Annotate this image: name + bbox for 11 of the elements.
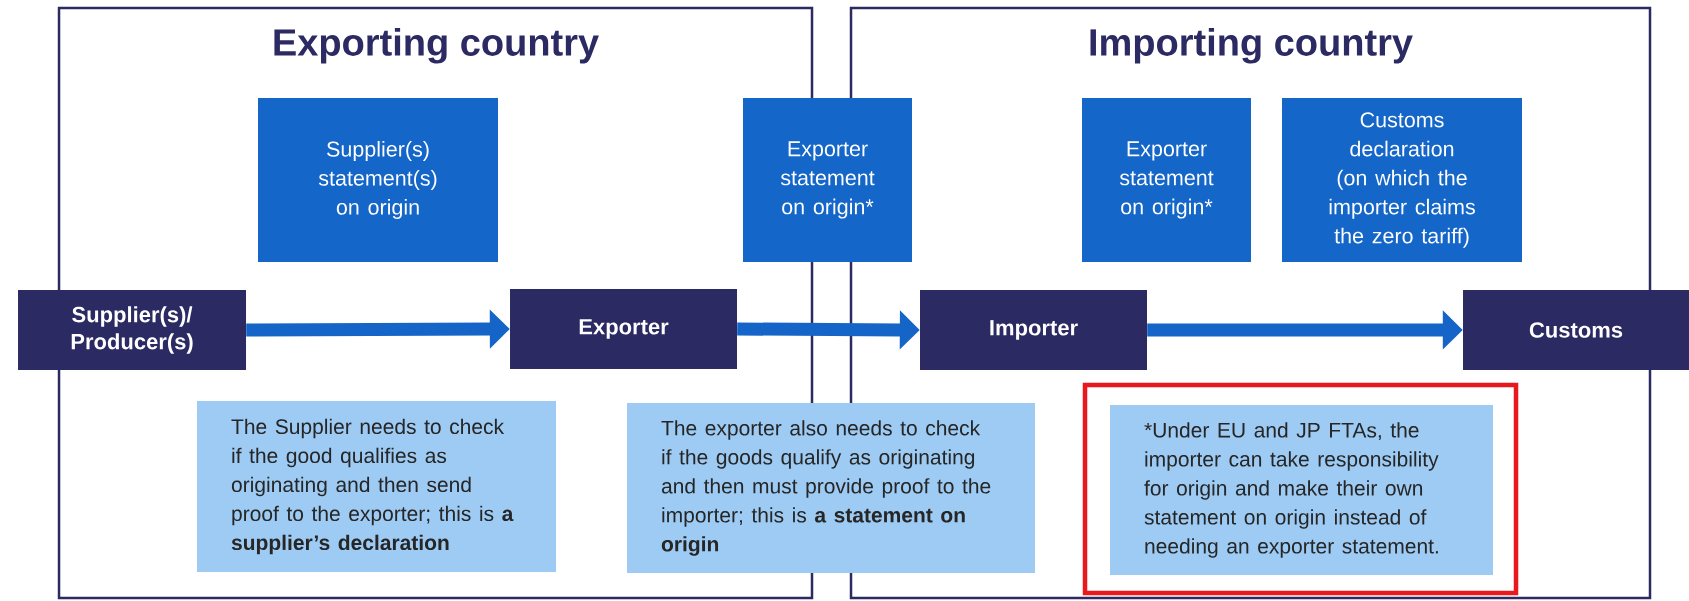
explanation-box: *Under EU and JP FTAs, the importer can take responsibility for origin and make their own statement on origin instead of needing an exporter statement. bbox=[1110, 405, 1493, 575]
document-box: Exporter statement on origin* bbox=[743, 98, 912, 262]
party-box: Customs bbox=[1463, 290, 1689, 370]
party-box: Supplier(s)/ Producer(s) bbox=[18, 290, 246, 370]
explanation-box: The exporter also needs to check if the goods qualify as originating and then must provide proof to the importer; this is a statement on origin bbox=[627, 403, 1035, 573]
document-box: Supplier(s) statement(s) on origin bbox=[258, 98, 498, 262]
party-box: Exporter bbox=[510, 289, 737, 369]
document-box: Customs declaration (on which the importer claims the zero tariff) bbox=[1282, 98, 1522, 262]
explanation-box: The Supplier needs to check if the good qualifies as originating and then send proof to the exporter; this is a supplier’s declaration bbox=[197, 401, 556, 572]
document-box: Exporter statement on origin* bbox=[1082, 98, 1251, 262]
party-box: Importer bbox=[920, 290, 1147, 370]
